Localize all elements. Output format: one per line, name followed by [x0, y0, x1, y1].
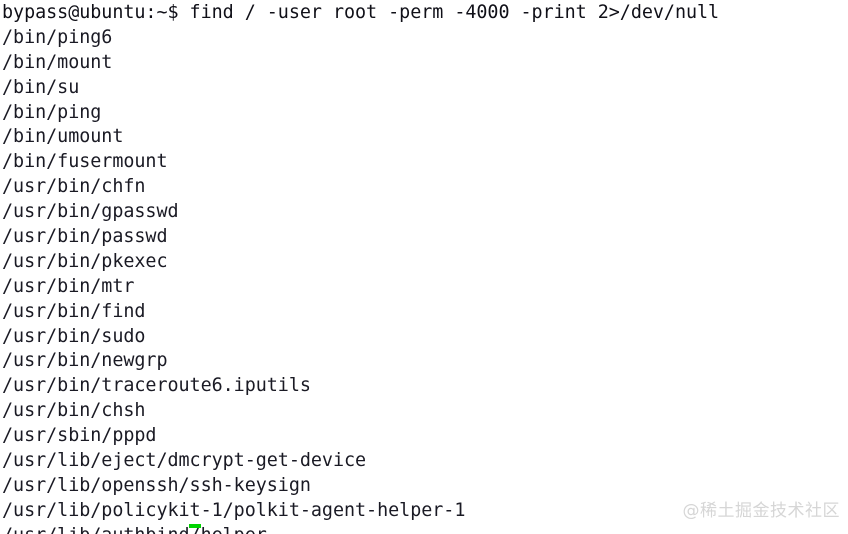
terminal-output-line: /usr/bin/chfn	[2, 176, 146, 198]
terminal-cursor	[189, 524, 201, 528]
watermark: @稀土掘金技术社区	[682, 501, 840, 521]
terminal-output-line: /usr/bin/pkexec	[2, 250, 168, 272]
terminal-output-line: /usr/bin/sudo	[2, 325, 146, 347]
terminal-output: /bin/ping6/bin/mount/bin/su/bin/ping/bin…	[2, 26, 846, 534]
terminal-output-line: /usr/lib/openssh/ssh-keysign	[2, 474, 311, 496]
terminal-output-line: /bin/ping6	[2, 26, 113, 48]
terminal-output-line: /usr/bin/mtr	[2, 275, 135, 297]
terminal-output-line: /usr/bin/chsh	[2, 400, 146, 422]
terminal-output-line: /usr/lib/policykit-1/polkit-agent-helper…	[2, 499, 466, 521]
terminal-output-line: /bin/fusermount	[2, 151, 168, 173]
terminal-output-line: /usr/bin/gpasswd	[2, 201, 179, 223]
terminal-output-line: /bin/su	[2, 76, 80, 98]
terminal-output-line: /usr/bin/newgrp	[2, 350, 168, 372]
terminal-output-line: /usr/sbin/pppd	[2, 425, 157, 447]
terminal-output-line: /bin/mount	[2, 51, 113, 73]
terminal-output-line: /bin/umount	[2, 126, 124, 148]
terminal-output-line: /usr/bin/passwd	[2, 226, 168, 248]
terminal-output-line: /bin/ping	[2, 101, 102, 123]
terminal-output-line: /usr/bin/find	[2, 300, 146, 322]
terminal-prompt-line: bypass@ubuntu:~$ find / -user root -perm…	[2, 2, 720, 23]
terminal-output-line: /usr/lib/eject/dmcrypt-get-device	[2, 450, 367, 472]
terminal-output-line: /usr/bin/traceroute6.iputils	[2, 375, 311, 397]
terminal-output-line: /usr/lib/authbind/helper	[2, 524, 846, 534]
